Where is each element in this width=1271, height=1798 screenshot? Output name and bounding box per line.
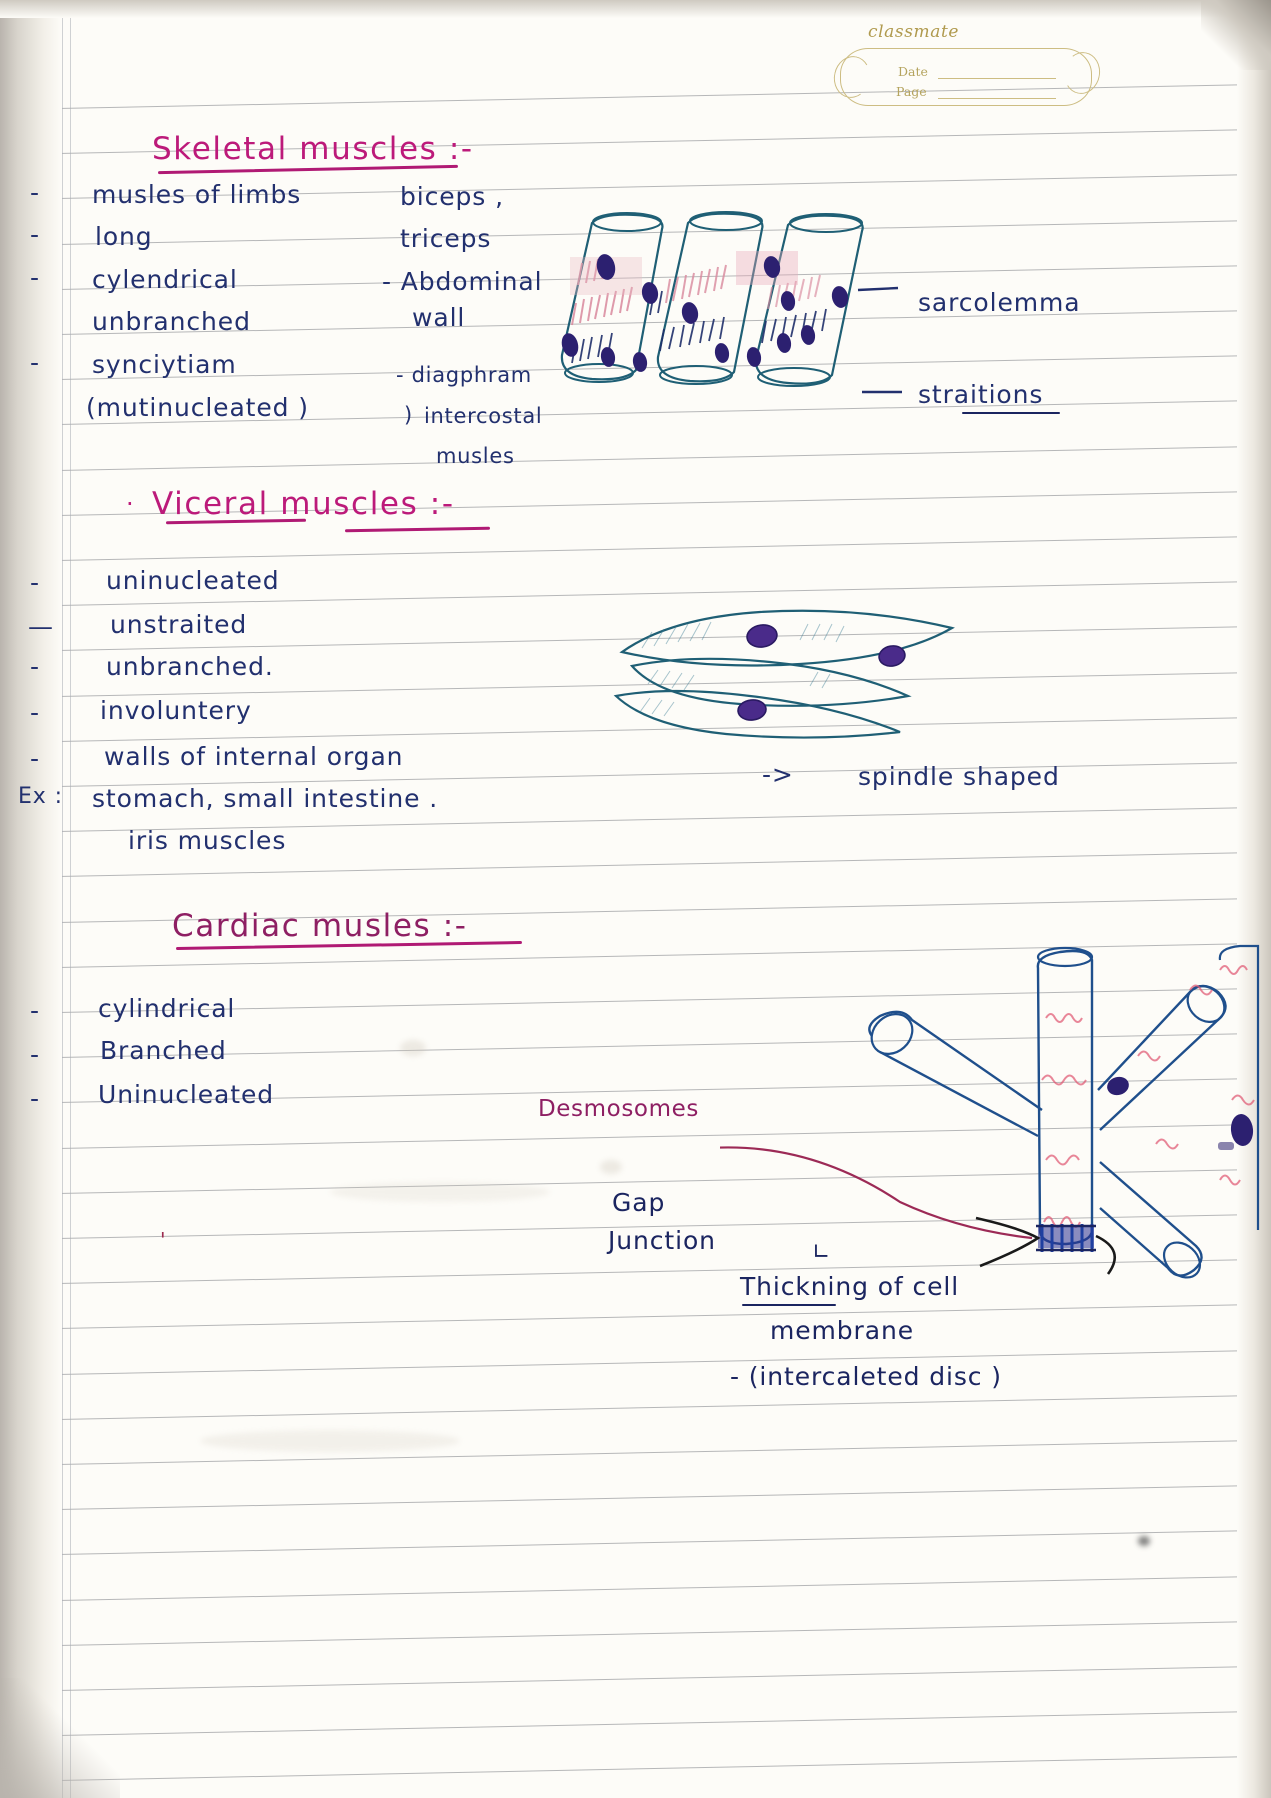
skeletal-muscle-diagram xyxy=(560,211,864,387)
rule-line xyxy=(57,1575,1238,1601)
skeletal-dash-0: - xyxy=(30,178,40,207)
skeletal-left-1: long xyxy=(95,222,153,251)
skeletal-right-4: - diagphram xyxy=(396,363,532,387)
classmate-brand: classmate xyxy=(868,22,960,42)
visceral-muscle-diagram xyxy=(613,609,955,739)
rule-line xyxy=(57,1530,1238,1556)
visceral-dash-0: - xyxy=(30,568,40,597)
paper-smudge-2 xyxy=(600,1160,622,1174)
skeletal-right-3: wall xyxy=(412,303,466,332)
visceral-dash-4: - xyxy=(30,744,40,773)
page-edge-top xyxy=(0,0,1271,18)
rule-line xyxy=(57,852,1238,878)
skeletal-left-0: musles of limbs xyxy=(92,180,302,209)
cardiac-muscle-diagram xyxy=(720,944,1260,1279)
margin-line-left-2 xyxy=(70,0,71,1798)
heading-skeletal: Skeletal muscles :- xyxy=(152,131,474,167)
label-junction: Junction xyxy=(608,1226,716,1255)
label-thickening-line1: Thickning of cell xyxy=(740,1272,960,1301)
skeletal-right-1: triceps xyxy=(400,224,492,253)
visceral-bullet-1: unstraited xyxy=(110,610,248,639)
paper-smudge-3 xyxy=(200,1430,460,1452)
skeletal-left-5: (mutinucleated ) xyxy=(86,393,309,422)
visceral-arrow: -> xyxy=(762,760,794,789)
label-desmosomes: Desmosomes xyxy=(538,1096,699,1122)
visceral-dash-2: - xyxy=(30,652,40,681)
skeletal-right-2: - Abdominal xyxy=(382,267,543,296)
striations-leader-line xyxy=(862,390,902,394)
heading-cardiac: Cardiac musles :- xyxy=(172,908,468,944)
paper-smudge-1 xyxy=(400,1040,426,1056)
heading-visceral: Viceral muscles :- xyxy=(152,486,455,522)
margin-line-left xyxy=(62,0,63,1798)
visceral-dash-3: - xyxy=(30,698,40,727)
rule-line xyxy=(57,1756,1238,1782)
cardiac-dash-0: - xyxy=(30,996,40,1025)
stray-mark: ' xyxy=(160,1228,167,1252)
cardiac-dash-1: - xyxy=(30,1040,40,1069)
label-sarcolemma: sarcolemma xyxy=(918,288,1081,317)
visceral-bullet-3: involuntery xyxy=(100,696,252,725)
visceral-dash-1: — xyxy=(28,612,54,641)
label-gap: Gap xyxy=(612,1188,666,1217)
sarcolemma-leader-line xyxy=(857,286,899,292)
visceral-example-0: stomach, small intestine . xyxy=(92,784,439,813)
skeletal-left-3: unbranched xyxy=(92,307,251,336)
visceral-bullet-4: walls of internal organ xyxy=(104,742,404,771)
rule-line xyxy=(57,1485,1238,1511)
page-edge-left xyxy=(0,0,62,1798)
classmate-header: classmate Date Page xyxy=(830,22,1104,112)
date-rule xyxy=(938,78,1056,79)
skeletal-left-4: synciytiam xyxy=(92,350,237,379)
classmate-box xyxy=(840,48,1092,106)
rule-line xyxy=(57,1666,1238,1691)
skeletal-dash-3: - xyxy=(30,348,40,377)
page-corner-top-right xyxy=(1201,0,1271,70)
label-thickening-line2: membrane xyxy=(770,1316,914,1345)
page-corner-bottom-left xyxy=(0,1678,120,1798)
skeletal-left-2: cylendrical xyxy=(92,265,238,294)
paper-smudge-4 xyxy=(330,1182,550,1202)
cardiac-bullet-0: cylindrical xyxy=(98,994,236,1023)
rule-line xyxy=(57,536,1238,561)
page-label: Page xyxy=(896,84,927,99)
rule-line xyxy=(57,1621,1238,1646)
label-spindle-shaped: spindle shaped xyxy=(858,762,1060,791)
date-label: Date xyxy=(898,64,928,79)
label-thickening-underline xyxy=(742,1304,836,1307)
paper-speck xyxy=(1138,1536,1150,1546)
junction-leader-tick: ∟ xyxy=(812,1240,832,1265)
visceral-example-prefix: Ex : xyxy=(18,784,63,809)
skeletal-dash-2: - xyxy=(30,263,40,292)
rule-line xyxy=(57,1711,1238,1737)
visceral-bullet-0: uninucleated xyxy=(106,566,280,595)
label-striations-underline xyxy=(962,412,1060,415)
visceral-example-1: iris muscles xyxy=(128,826,287,855)
label-intercalated-disc: - (intercaleted disc ) xyxy=(730,1362,1002,1391)
skeletal-right-6: musles xyxy=(436,444,515,468)
visceral-heading-bullet: · xyxy=(126,490,135,518)
cardiac-dash-2: - xyxy=(30,1084,40,1113)
visceral-bullet-2: unbranched. xyxy=(106,652,274,681)
skeletal-dash-1: - xyxy=(30,220,40,249)
page-edge-right xyxy=(1237,0,1271,1798)
skeletal-right-0: biceps , xyxy=(400,182,504,211)
cardiac-bullet-1: Branched xyxy=(100,1036,227,1065)
page-rule xyxy=(938,98,1056,99)
cardiac-bullet-2: Uninucleated xyxy=(98,1080,275,1109)
label-striations: straitions xyxy=(918,380,1044,409)
skeletal-paren: ) xyxy=(404,403,413,427)
skeletal-right-5: intercostal xyxy=(424,404,543,428)
